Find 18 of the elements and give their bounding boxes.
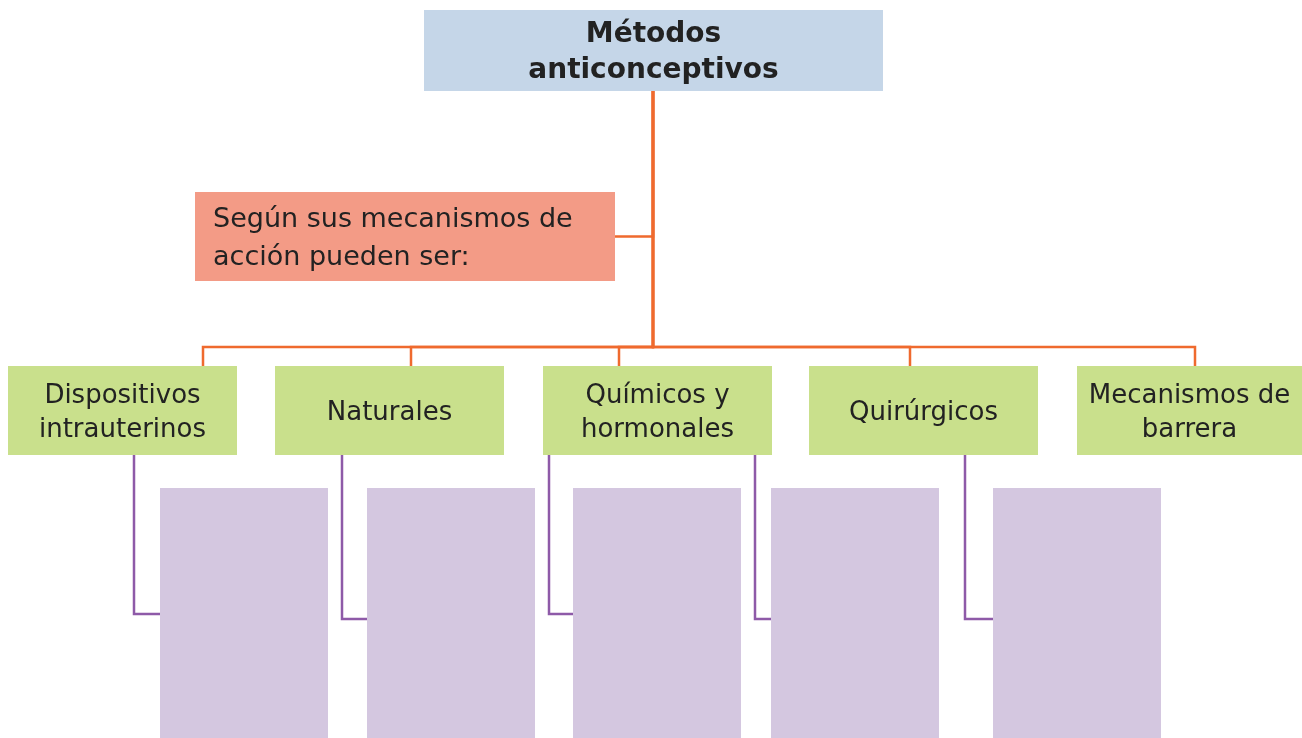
connector-line	[547, 455, 573, 616]
category-box: Naturales	[275, 366, 504, 455]
connector-line	[340, 455, 367, 621]
connector-line	[132, 455, 160, 616]
note-box: Según sus mecanismos de acción pueden ser:	[195, 192, 615, 281]
connector-line	[753, 455, 771, 621]
blank-box	[993, 488, 1161, 738]
connector-line	[651, 91, 1197, 366]
category-box: Dispositivos intrauterinos	[8, 366, 237, 455]
category-box: Químicos y hormonales	[543, 366, 772, 455]
category-box: Mecanismos de barrera	[1077, 366, 1302, 455]
blank-box	[160, 488, 328, 738]
blank-box	[573, 488, 741, 738]
title-box: Métodos anticonceptivos	[424, 10, 883, 91]
category-box: Quirúrgicos	[809, 366, 1038, 455]
connector-line	[963, 455, 993, 621]
blank-box	[771, 488, 939, 738]
blank-box	[367, 488, 535, 738]
